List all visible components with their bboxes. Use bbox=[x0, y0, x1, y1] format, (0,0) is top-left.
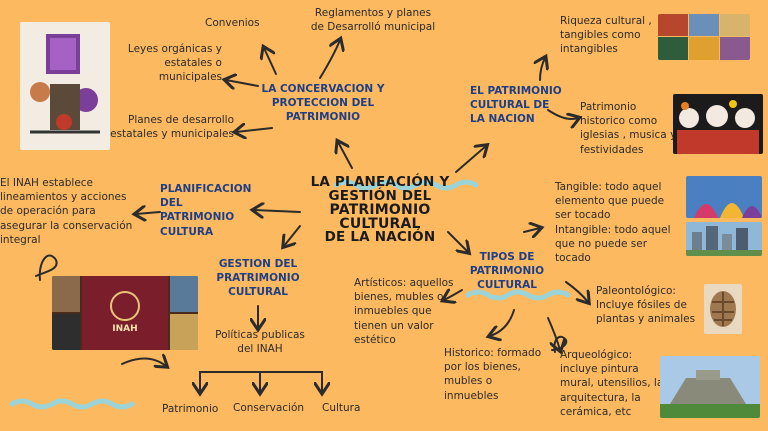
item-tangible: Tangible: todo aquel elemento que puede … bbox=[555, 181, 665, 222]
branch-patrimonio-nacion: EL PATRIMONIO CULTURAL DE LA NACION bbox=[470, 85, 562, 126]
item-planes: Planes de desarrollo estatales y municip… bbox=[110, 114, 234, 141]
inah-collage-image: INAH bbox=[52, 276, 198, 350]
title-line-1: LA PLANEACIÓN Y bbox=[310, 174, 450, 190]
item-inah-lineamientos: El INAH establece lineamientos y accione… bbox=[0, 177, 133, 246]
item-convenios: Convenios bbox=[205, 17, 260, 29]
inah-logo-text: INAH bbox=[112, 324, 138, 334]
branch-tipos: TIPOS DE PATRIMONIO CULTURAL bbox=[469, 251, 545, 292]
branch-conservacion: LA CONCERVACION Y PROTECCION DEL PATRIMO… bbox=[261, 83, 385, 124]
item-artisticos: Artísticos: aquellos bienes, mubles o in… bbox=[354, 277, 454, 346]
item-patrimonio: Patrimonio bbox=[162, 403, 219, 415]
item-riqueza: Riqueza cultural , tangibles como intang… bbox=[560, 15, 652, 56]
title-line-4: DE LA NACIÓN bbox=[324, 229, 436, 245]
item-leyes: Leyes orgánicas y estatales o municipale… bbox=[127, 43, 222, 84]
branch-gestion: GESTION DEL PRATRIMONIO CULTURAL bbox=[216, 258, 300, 299]
item-historico: Historico: formado por los bienes, muble… bbox=[444, 347, 542, 402]
item-cultura: Cultura bbox=[322, 402, 361, 414]
cultural-collage-image bbox=[658, 14, 750, 60]
item-intangible: Intangible: todo aquel que no puede ser … bbox=[555, 224, 671, 265]
dancers-photo bbox=[686, 176, 762, 218]
item-politicas: Políticas publicas del INAH bbox=[215, 329, 305, 356]
pyramid-photo bbox=[660, 356, 760, 418]
item-paleontologico: Paleontológico: Incluye fósiles de plant… bbox=[596, 285, 696, 326]
branch-planificacion: PLANIFICACION DEL PATRIMONIO CULTURA bbox=[160, 183, 252, 238]
central-title: LA PLANEACIÓN Y GESTIÓN DEL PATRIMONIO C… bbox=[292, 174, 468, 245]
mural-illustration-image bbox=[20, 22, 110, 150]
item-conservacion: Conservación bbox=[233, 402, 305, 414]
fossil-photo bbox=[704, 284, 742, 334]
title-line-3: PATRIMONIO CULTURAL bbox=[329, 202, 431, 232]
cityscape-photo bbox=[686, 222, 762, 256]
item-arqueologico: Arqueológico: incluye pintura mural, ute… bbox=[560, 349, 664, 418]
item-historico-festividades: Patrimonio historico como iglesias , mus… bbox=[580, 101, 677, 156]
title-line-2: GESTIÓN DEL bbox=[328, 187, 432, 204]
item-reglamentos: Reglamentos y planes de Desarrolló munic… bbox=[310, 7, 436, 34]
festivity-photo bbox=[673, 94, 763, 154]
